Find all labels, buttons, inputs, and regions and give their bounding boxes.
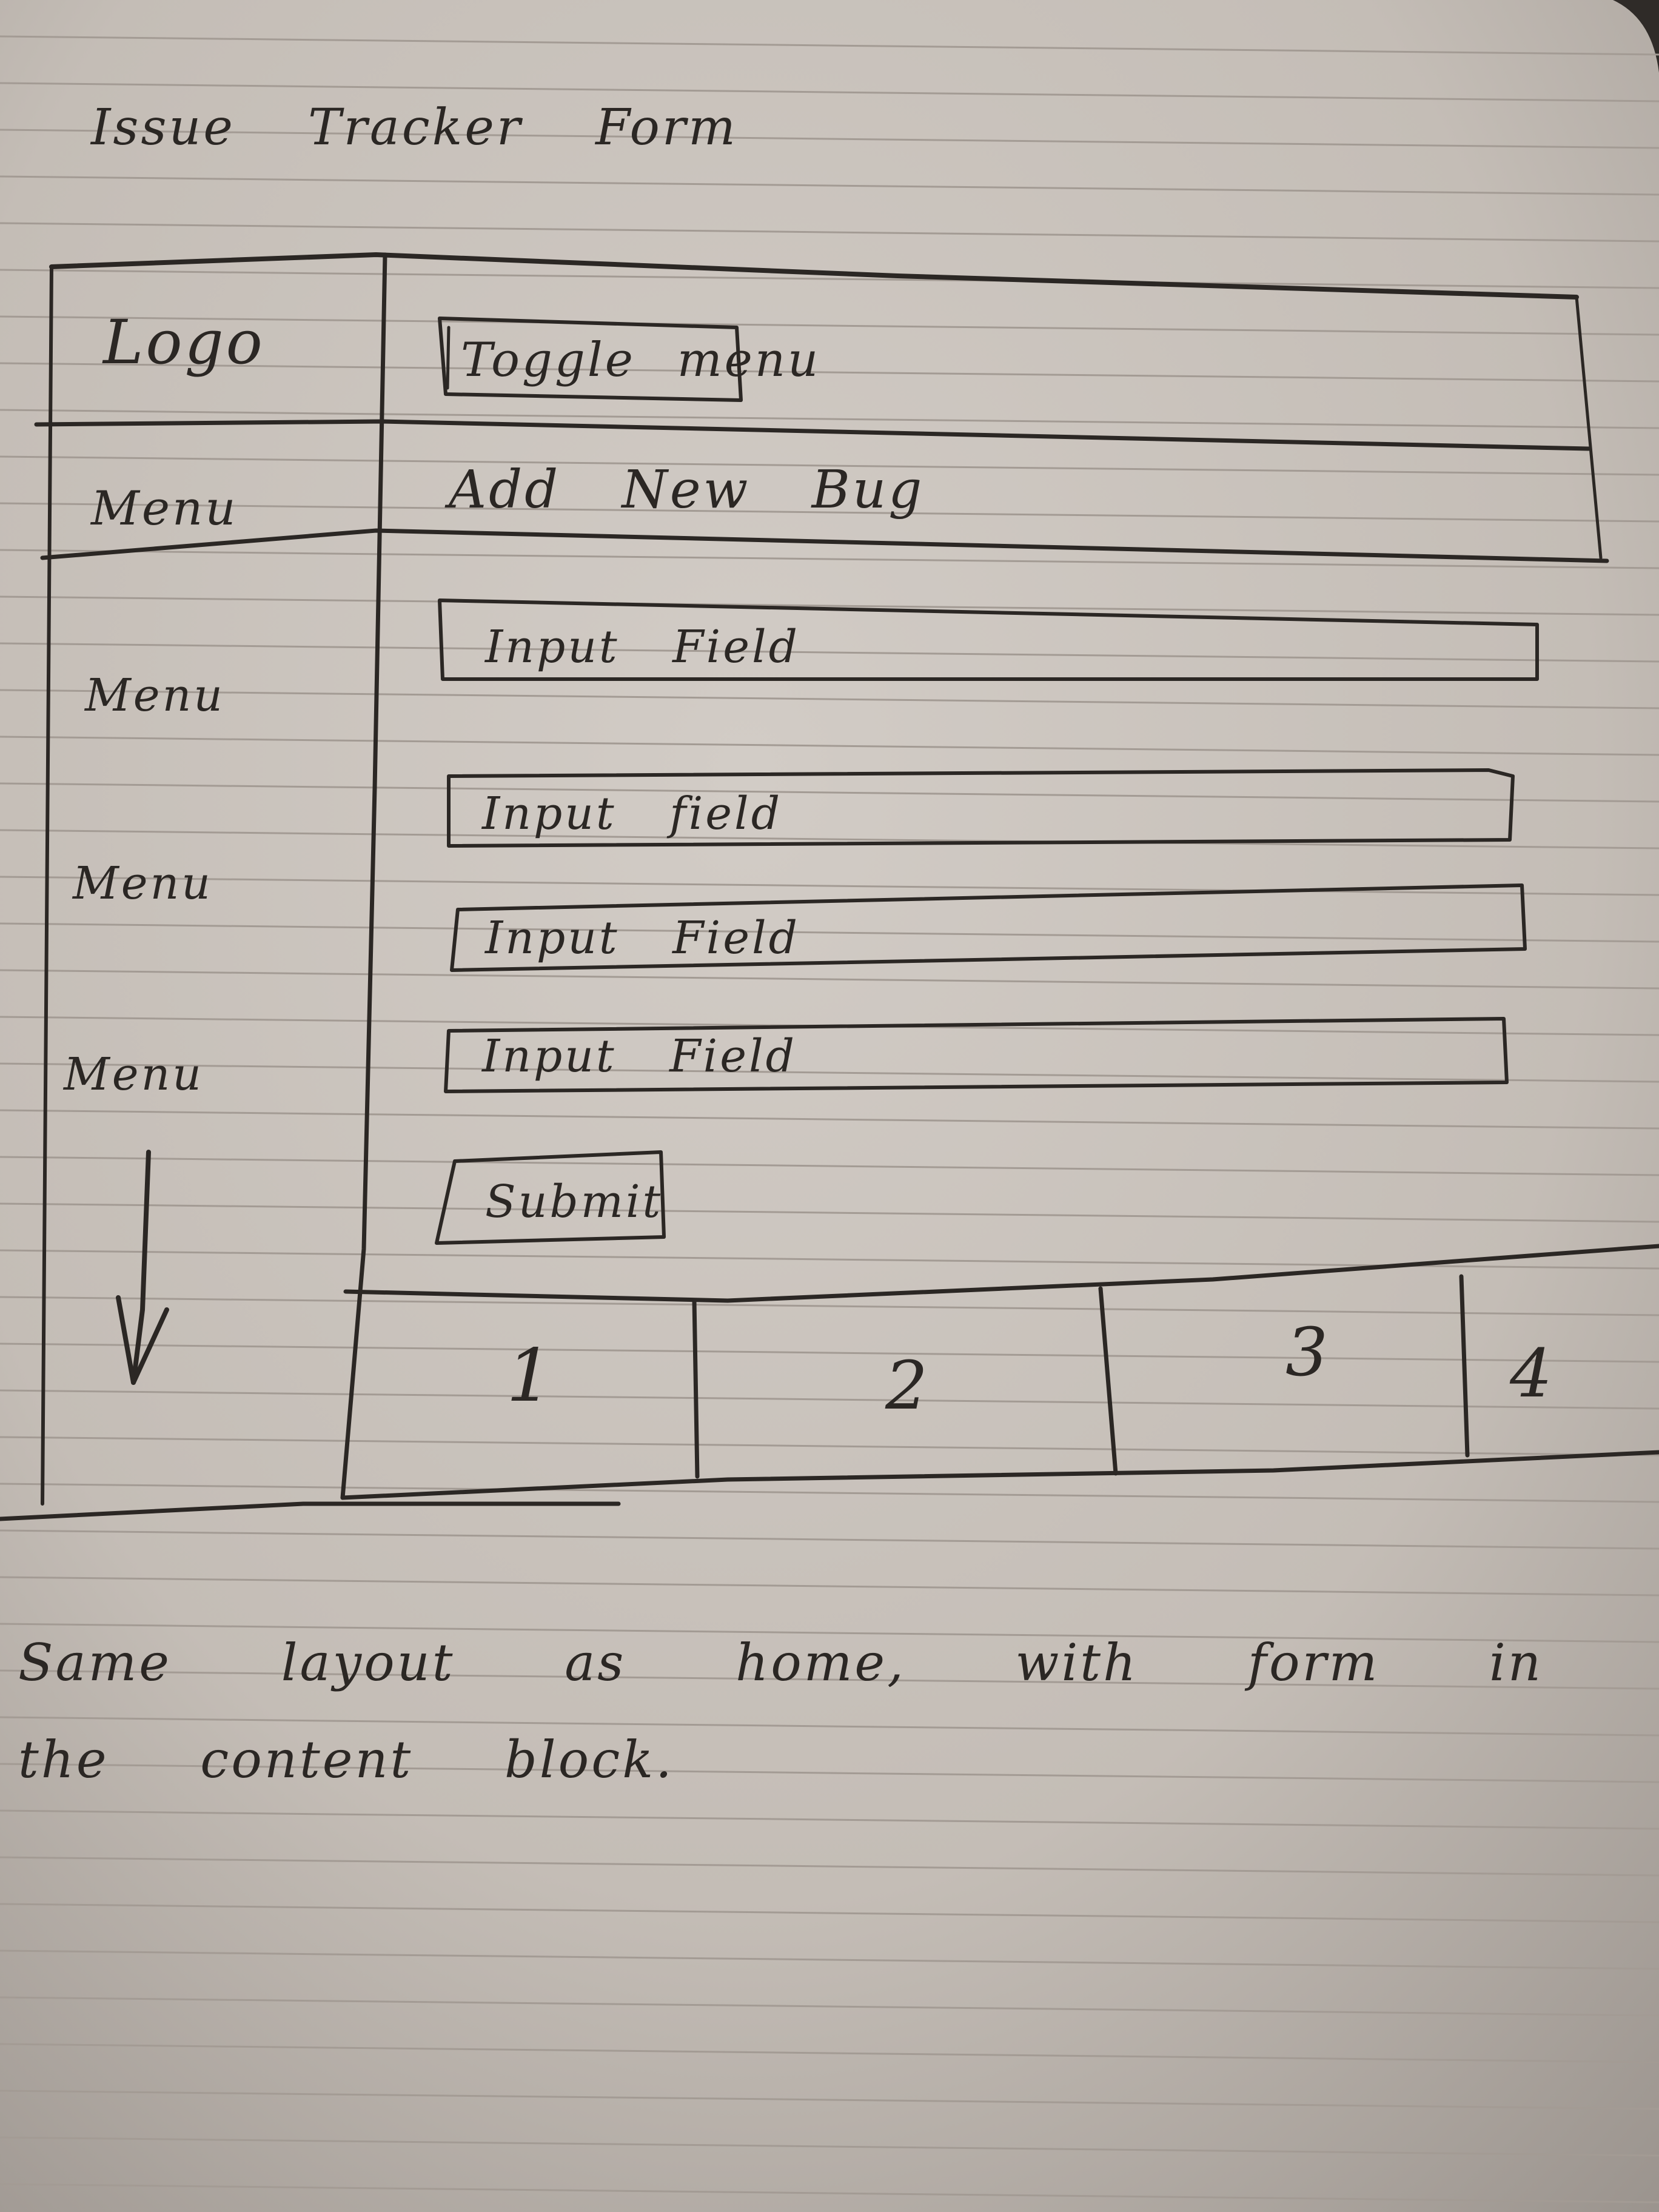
ruled-line bbox=[0, 876, 1659, 896]
ruled-line bbox=[0, 409, 1659, 429]
submit-button-outline bbox=[435, 1150, 666, 1245]
ruled-line bbox=[0, 642, 1659, 663]
ruled-line bbox=[0, 1856, 1659, 1877]
sidebar-menu-item-2[interactable]: Menu bbox=[85, 669, 225, 722]
ruled-line bbox=[0, 689, 1659, 709]
ruled-line bbox=[0, 222, 1659, 243]
submit-button[interactable]: Submit bbox=[485, 1176, 663, 1228]
ruled-line bbox=[0, 315, 1659, 336]
toggle-button-outline bbox=[438, 317, 743, 402]
input-field-2[interactable]: Input field bbox=[482, 788, 783, 840]
input-field-3[interactable]: Input Field bbox=[485, 912, 800, 964]
menu-separator-line bbox=[40, 528, 1609, 563]
sidebar-left-edge bbox=[41, 265, 53, 1506]
frame-bottom-line bbox=[0, 1501, 621, 1521]
footer-block-4: 4 bbox=[1510, 1335, 1555, 1412]
header-bottom-line bbox=[34, 419, 1591, 451]
ruled-line bbox=[0, 1809, 1659, 1830]
ruled-line bbox=[0, 969, 1659, 990]
toggle-menu-button[interactable]: Toggle menu bbox=[461, 333, 821, 387]
ruled-line bbox=[0, 82, 1659, 102]
footer-divider-3 bbox=[1459, 1274, 1470, 1458]
ruled-line bbox=[0, 1623, 1659, 1643]
ruled-line bbox=[0, 1576, 1659, 1597]
ruled-line bbox=[0, 1062, 1659, 1083]
ruled-line bbox=[0, 362, 1659, 383]
ruled-line bbox=[0, 1949, 1659, 1970]
page-corner-shadow bbox=[1613, 0, 1659, 73]
sidebar-divider bbox=[340, 252, 387, 1500]
logo-placeholder: Logo bbox=[103, 307, 265, 378]
ruled-line bbox=[0, 1996, 1659, 2017]
ruled-line bbox=[0, 1296, 1659, 1316]
ruled-line bbox=[0, 35, 1659, 56]
sidebar-menu-item-4[interactable]: Menu bbox=[64, 1048, 204, 1101]
ruled-line bbox=[0, 502, 1659, 523]
form-title: Add New Bug bbox=[449, 460, 925, 520]
footer-top-line bbox=[343, 1244, 1659, 1303]
ruled-line bbox=[0, 782, 1659, 803]
input-field-4-outline bbox=[444, 1017, 1509, 1093]
ruled-line bbox=[0, 922, 1659, 943]
ruled-line bbox=[0, 1342, 1659, 1363]
ruled-line bbox=[0, 1669, 1659, 1690]
ruled-line bbox=[0, 829, 1659, 850]
ruled-line bbox=[0, 1202, 1659, 1223]
input-field-2-outline bbox=[447, 768, 1515, 848]
sidebar-menu-item-1[interactable]: Menu bbox=[91, 481, 238, 536]
ruled-line bbox=[0, 269, 1659, 289]
wireframe-drawing bbox=[0, 252, 1659, 1521]
ruled-line bbox=[0, 1156, 1659, 1176]
ruled-line bbox=[0, 1763, 1659, 1783]
footer-divider-2 bbox=[1098, 1286, 1118, 1476]
content-right-edge bbox=[1575, 295, 1603, 560]
ruled-line bbox=[0, 1716, 1659, 1737]
ruled-lines bbox=[0, 35, 1659, 2204]
ruled-line bbox=[0, 2090, 1659, 2110]
footer-bottom-line bbox=[340, 1450, 1659, 1500]
ruled-line bbox=[0, 175, 1659, 196]
footer-block-1: 1 bbox=[506, 1334, 555, 1418]
ruled-line bbox=[0, 595, 1659, 616]
input-field-1-outline bbox=[438, 598, 1539, 681]
ruled-line bbox=[0, 1436, 1659, 1456]
sidebar-menu-item-3[interactable]: Menu bbox=[73, 857, 213, 910]
frame-top-line bbox=[49, 252, 1579, 300]
ruled-line bbox=[0, 129, 1659, 149]
input-field-1[interactable]: Input Field bbox=[485, 621, 800, 673]
ruled-line bbox=[0, 2043, 1659, 2063]
arrow-head bbox=[116, 1295, 169, 1385]
input-field-3-outline bbox=[450, 883, 1527, 972]
ruled-line bbox=[0, 1483, 1659, 1503]
note-line-2: the content block. bbox=[18, 1730, 674, 1789]
ruled-line bbox=[0, 1903, 1659, 1923]
ruled-line bbox=[0, 736, 1659, 756]
ruled-line bbox=[0, 1109, 1659, 1130]
ruled-line bbox=[0, 549, 1659, 569]
input-field-4[interactable]: Input Field bbox=[482, 1030, 797, 1082]
footer-block-2: 2 bbox=[885, 1347, 930, 1424]
footer-divider-1 bbox=[692, 1298, 700, 1479]
note-line-1: Same layout as home, with form in bbox=[18, 1633, 1544, 1692]
ruled-line bbox=[0, 2136, 1659, 2157]
ruled-line bbox=[0, 1389, 1659, 1410]
page-heading: Issue Tracker Form bbox=[91, 99, 738, 156]
arrow-shaft bbox=[131, 1150, 151, 1385]
ruled-line bbox=[0, 455, 1659, 476]
ruled-line bbox=[0, 2183, 1659, 2204]
ruled-line bbox=[0, 1529, 1659, 1550]
footer-block-3: 3 bbox=[1285, 1313, 1330, 1391]
